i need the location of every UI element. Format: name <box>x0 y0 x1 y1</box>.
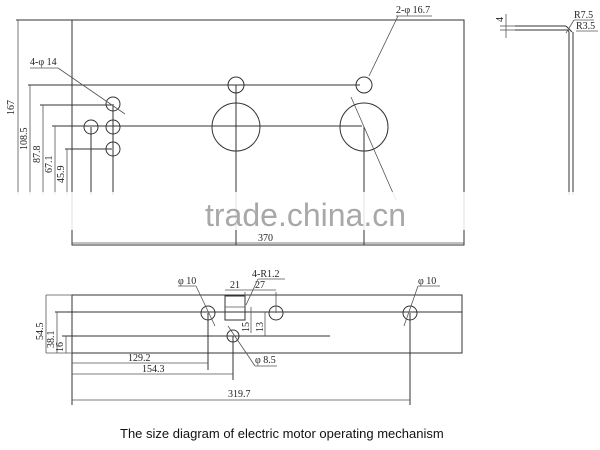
leader-line <box>403 285 419 327</box>
watermark-fade <box>0 192 600 230</box>
dim-87-8: 87.8 <box>32 146 43 164</box>
dim-370: 370 <box>258 233 273 244</box>
bend-corner <box>567 29 570 33</box>
dim-height-total: 54.5 <box>35 323 46 341</box>
bottom-plate-outline <box>71 294 463 354</box>
dim-slot-radius: 4-R1.2 <box>252 269 280 280</box>
leader-line <box>57 67 126 115</box>
top-view: 4-φ 14 2-φ 16.7 167 108.5 87.8 67.1 45.9… <box>6 5 465 246</box>
bottom-view: 21 27 4-R1.2 15 13 φ 10 φ 10 φ 8.5 54.5 … <box>35 269 463 405</box>
top-plate-outline <box>71 19 465 246</box>
dim-319-7: 319.7 <box>228 389 251 400</box>
dim-slot-h2: 13 <box>255 322 266 332</box>
callout-small-holes: 4-φ 14 <box>30 57 57 68</box>
callout-large-holes: 2-φ 16.7 <box>396 5 430 16</box>
dim-inner-radius: R3.5 <box>576 21 595 32</box>
bend-corner <box>565 25 573 33</box>
dim-154-3: 154.3 <box>142 364 165 375</box>
dim-slot-h1: 15 <box>241 322 252 332</box>
leader-line <box>350 96 397 201</box>
dim-outer-radius: R7.5 <box>574 10 593 21</box>
dim-slot-width: 21 <box>230 280 240 291</box>
dim-129-2: 129.2 <box>128 353 151 364</box>
leader-line <box>565 19 575 34</box>
dim-67-1: 67.1 <box>44 156 55 174</box>
dim-167: 167 <box>6 100 17 115</box>
callout-left-hole: φ 10 <box>178 276 196 287</box>
leader-line <box>368 15 399 77</box>
watermark: trade.china.cn <box>205 197 406 233</box>
slot <box>224 295 246 321</box>
dim-height-mid: 38.1 <box>46 331 57 349</box>
callout-right-hole: φ 10 <box>418 276 436 287</box>
hole-upper-right <box>355 76 373 94</box>
callout-lower-hole: φ 8.5 <box>255 355 276 366</box>
corner-detail: 4 R7.5 R3.5 <box>495 10 598 195</box>
leader-line <box>245 278 259 306</box>
dim-height-low: 16 <box>55 342 66 352</box>
dim-45-9: 45.9 <box>56 166 67 184</box>
caption: The size diagram of electric motor opera… <box>120 426 444 441</box>
leader-line <box>195 285 216 327</box>
dim-thickness: 4 <box>495 17 506 22</box>
dim-108-5: 108.5 <box>19 128 30 151</box>
dim-slot-offset: 27 <box>255 280 265 291</box>
leader-line <box>227 325 256 367</box>
